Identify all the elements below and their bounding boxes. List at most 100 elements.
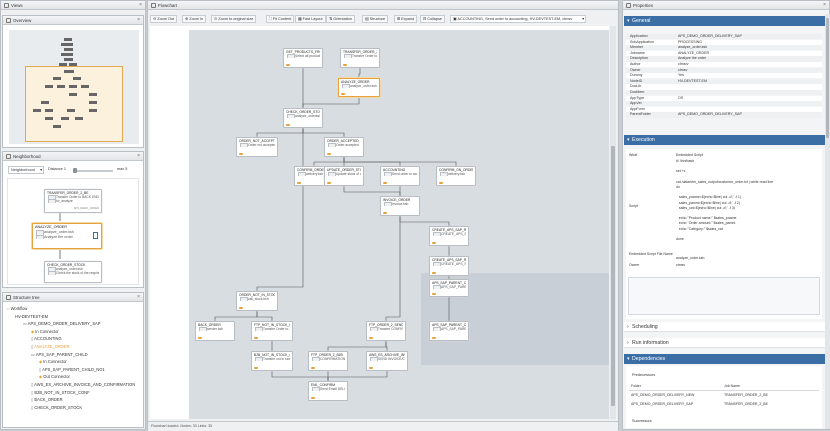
dep-row-folder[interactable]: APS_DEMO_ORDER_DELIVERY_SAP — [631, 402, 694, 406]
section-dependencies[interactable]: ▾Dependencies — [624, 354, 828, 364]
status-bar: Flowchart loaded. Nodes: 33 Links: 35 — [148, 421, 618, 431]
dep-row-jobname[interactable]: TRANSFER_ORDER_2_BE — [724, 393, 768, 397]
flowchart-node[interactable]: CONFIRM_ON_ORDER_D...delivery.ksh — [436, 166, 476, 186]
flowchart-node[interactable]: CREATE_APS_SAP_REP...CREATE_APS_SAP... — [429, 256, 469, 276]
flowchart-node[interactable]: FTP_NOT_IN_STOCK_C...Transfer Order to..… — [251, 321, 293, 341]
folder-icon: ▭ — [31, 351, 36, 357]
node-selector[interactable]: ▣ ACCOUNTING, Send order to accounting, … — [450, 15, 586, 23]
properties-vscrollbar[interactable] — [825, 14, 830, 429]
property-key: Description — [626, 56, 676, 62]
neighborhood-canvas[interactable]: TRANSFER_ORDER_2_BE Transfer Order to BA… — [7, 178, 139, 285]
tree-item[interactable]: ▯ BACK_ORDER — [31, 397, 63, 403]
neighborhood-mode-select[interactable]: Neighborhood▾ — [8, 166, 44, 174]
flowchart-node[interactable]: B2B_NOT_IN_STOCK_C...Transfer not in sto… — [251, 351, 293, 371]
successors-title: Successors — [632, 419, 652, 423]
tree-item[interactable]: ◆ In Connector — [39, 359, 67, 365]
close-icon[interactable]: × — [823, 2, 826, 8]
views-icon — [4, 3, 9, 8]
tree-item-label: CHECK_ORDER_STOCK — [34, 404, 83, 410]
collapse-button[interactable]: ⊟ Collapse — [420, 15, 446, 23]
fast-layout-button[interactable]: ▦ Fast Layout — [295, 15, 326, 23]
flowchart-node[interactable]: CREATE_APS_SAP_REP...CREATE_APS_SAP... — [429, 226, 469, 246]
close-icon[interactable]: × — [137, 17, 140, 23]
script-line: sales_pname=$(echo $line| cut -d';' -f 1… — [676, 195, 741, 200]
structure-button[interactable]: ▤ Structure — [362, 15, 389, 23]
zoom-out-button[interactable]: ⊖ Zoom Out — [150, 15, 178, 23]
neighbor-node-selected[interactable]: ANALYZE_ORDER analyze_order.ksh Analyze … — [32, 223, 102, 249]
node-title: CREATE_APS_SAP_REP... — [432, 228, 466, 232]
flowchart-node[interactable]: APS_SAP_PARENT_CHILDAPS_SAP_PARENT_CH... — [429, 279, 469, 297]
section-general[interactable]: ▾General — [624, 16, 828, 26]
flowchart-vscrollbar[interactable] — [610, 26, 616, 419]
expand-button[interactable]: ⊞ Expand — [394, 15, 418, 23]
zoom-original-button[interactable]: ⊙ Zoom to original size — [211, 15, 257, 23]
zoom-original-icon: ⊙ — [214, 17, 219, 21]
neighbor-node[interactable]: TRANSFER_ORDER_2_BE Transfer Order to BA… — [44, 189, 102, 213]
status-icon — [369, 337, 373, 339]
neighborhood-icon — [6, 154, 11, 159]
section-execution[interactable]: ▾Execution — [624, 135, 828, 145]
flowchart-node[interactable]: FTP_ORDER_2_SENDERTransfer CONFIRMAT... — [366, 321, 406, 341]
distance-max-label: max 5 — [117, 167, 128, 171]
scroll-thumb[interactable] — [611, 146, 615, 406]
close-icon[interactable]: × — [137, 294, 140, 300]
script-line: echo "Product name:" $sales_pname — [676, 216, 737, 221]
tree-item[interactable]: ▯ B2B_NOT_IN_STOCK_CONF — [31, 390, 90, 396]
flowchart-node[interactable]: AWS_ES_ARCHIVE_INVO...SEND INVOICE/CONF.… — [366, 351, 408, 371]
tree-item[interactable]: ◆ Out Connector — [39, 374, 70, 380]
connector-icon: ◆ — [39, 374, 44, 380]
flowchart-node[interactable]: UPDATE_ORDER_STOCKUpdate stock of order — [324, 166, 364, 186]
section-run-information[interactable]: ›Run information — [624, 338, 828, 348]
section-scheduling[interactable]: ›Scheduling — [624, 322, 828, 332]
job-icon: ▯ — [31, 389, 35, 395]
tree-item[interactable]: ▯ ANALYZE_ORDER — [31, 344, 70, 350]
scroll-thumb[interactable] — [826, 18, 829, 138]
property-key: ParentFolder — [626, 112, 676, 118]
node-title: UPDATE_ORDER_STOCK — [327, 168, 361, 172]
tree-item[interactable]: ▭ APS_DEMO_ORDER_DELIVERY_SAP — [23, 321, 101, 327]
flowchart-node[interactable]: APS_SAP_PARENT_CHILDAPS_SAP_PARENT... — [429, 321, 469, 341]
close-icon[interactable]: × — [139, 2, 142, 8]
neighbor-node[interactable]: CHECK_ORDER_STOCK analyze_order.ksh Chec… — [44, 261, 102, 283]
dep-row-folder[interactable]: APS_DEMO_ORDER_DELIVERY_NEW — [631, 393, 695, 397]
script-file-value: analyze_order.ksh — [676, 256, 705, 260]
overview-minimap — [33, 38, 97, 128]
slider-handle[interactable] — [73, 168, 77, 173]
property-key: SubApplication — [626, 39, 676, 45]
fit-content-button[interactable]: ⛶ Fit Content — [266, 15, 295, 23]
flowchart-canvas[interactable]: GET_PRODUCTS_FROM_...Select all product … — [150, 26, 609, 419]
tree-item[interactable]: ◆ In Connector — [31, 329, 59, 335]
tree-item-label: B2B_NOT_IN_STOCK_CONF — [34, 389, 90, 395]
close-icon[interactable]: × — [137, 153, 140, 159]
zoom-in-button[interactable]: ⊕ Zoom In — [182, 15, 207, 23]
flowchart-node[interactable]: GET_PRODUCTS_FROM_...Select all product … — [283, 48, 323, 68]
dep-row-jobname[interactable]: TRANSFER_ORDER_2_BE — [724, 402, 768, 406]
tree-item[interactable]: ▯ ACCOUNTING — [31, 336, 62, 342]
tree-item[interactable]: ▯ CHECK_ORDER_STOCK — [31, 405, 82, 411]
distance-slider[interactable] — [73, 168, 113, 173]
property-value: Yes — [676, 73, 822, 79]
tree-item-label: Out Connector — [43, 374, 70, 380]
orientation-button[interactable]: ⇅ Orientation — [326, 15, 355, 23]
collapse-icon: ⊟ — [423, 17, 428, 21]
tree-item[interactable]: ▯ APS_SAP_PARENT_CHILD_NO1 — [39, 367, 105, 373]
tree-item[interactable]: ○ Workflow — [7, 306, 27, 312]
expand-icon: ⊞ — [397, 17, 402, 21]
tree-item[interactable]: ▭ APS_SAP_PARENT_CHILD — [31, 352, 88, 358]
status-icon — [341, 93, 345, 95]
script-line: cat /data/ctm_sales_output/customer_orde… — [676, 179, 774, 184]
overview-canvas[interactable] — [9, 30, 139, 144]
tree-item[interactable]: ▯ AWS_ES_ARCHIVE_INVOICE_AND_CONFIRMATIO… — [31, 382, 135, 388]
tree-item[interactable]: HV-DEVTEST-EM — [15, 314, 48, 320]
